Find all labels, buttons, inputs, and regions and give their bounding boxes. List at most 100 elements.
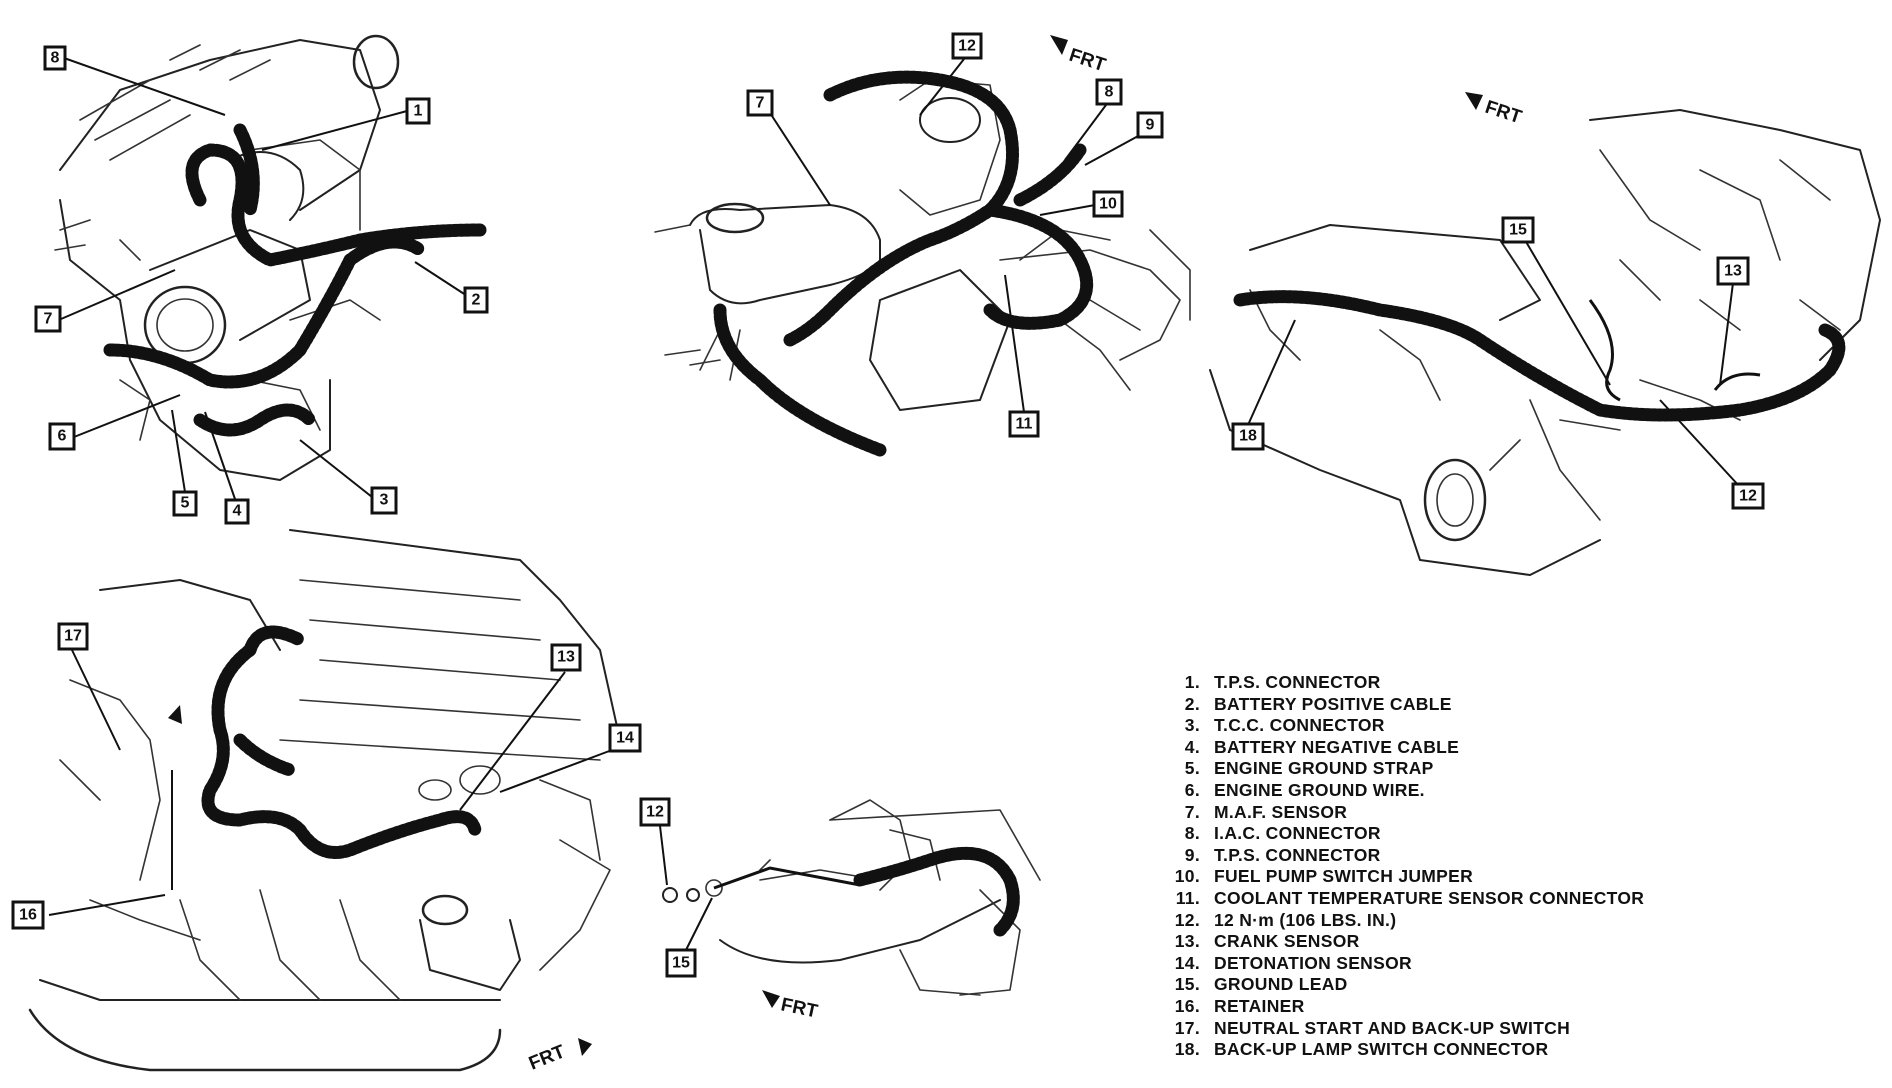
svg-text:12: 12 (1739, 488, 1757, 505)
legend-item: 2.BATTERY POSITIVE CABLE (1160, 694, 1860, 716)
callout-13-v4: 13 (550, 643, 582, 672)
callout-leaders-3 (1247, 239, 1741, 488)
svg-text:12: 12 (646, 804, 664, 821)
frt-marker-1: FRT (1050, 35, 1108, 76)
callout-leaders-4 (48, 649, 613, 916)
wire-harness-1 (103, 123, 487, 437)
frt-marker-3: FRT (526, 1038, 592, 1075)
legend-text: T.P.S. CONNECTOR (1214, 672, 1381, 692)
legend-text: DETONATION SENSOR (1214, 952, 1412, 973)
callout-12-v3: 12 (1731, 482, 1765, 510)
callout-14-v4: 14 (608, 723, 642, 753)
callout-6: 6 (48, 422, 76, 451)
legend-text: BACK-UP LAMP SWITCH CONNECTOR (1214, 1039, 1549, 1060)
legend-number: 3. (1184, 715, 1200, 736)
legend-text: ENGINE GROUND WIRE. (1214, 779, 1425, 800)
callout-12-v5: 12 (639, 797, 671, 827)
parts-legend: 1. T.P.S. CONNECTOR 2.BATTERY POSITIVE CA… (1160, 672, 1860, 1061)
callout-8: 8 (43, 45, 67, 71)
legend-number: 18. (1174, 1039, 1200, 1060)
legend-text: CRANK SENSOR (1214, 931, 1360, 952)
svg-text:12: 12 (958, 38, 976, 55)
engine-drawing-5 (662, 799, 1041, 996)
view-engine-top-middle: 12 7 8 9 10 11 FRT (654, 32, 1191, 457)
legend-number: 5. (1184, 758, 1200, 779)
legend-number: 6. (1184, 779, 1200, 800)
legend-number: 13. (1174, 931, 1200, 952)
legend-text: GROUND LEAD (1214, 974, 1348, 995)
legend-number: 17. (1174, 1017, 1200, 1038)
svg-text:15: 15 (1509, 222, 1527, 239)
legend-number: 16. (1174, 995, 1200, 1016)
legend-number: 2. (1184, 693, 1200, 714)
callout-3: 3 (370, 486, 398, 515)
frt-marker-4: FRT (762, 990, 820, 1023)
legend-item: 15. GROUND LEAD (1160, 974, 1860, 996)
callout-13-v3: 13 (1716, 256, 1750, 286)
legend-text: T.P.S. CONNECTOR (1214, 844, 1381, 865)
legend-item: 1. T.P.S. CONNECTOR (1160, 672, 1860, 694)
legend-number: 4. (1184, 736, 1200, 757)
legend-number: 15. (1174, 974, 1200, 995)
callout-7: 7 (34, 305, 62, 333)
svg-text:13: 13 (557, 649, 575, 666)
svg-text:8: 8 (1105, 84, 1114, 101)
svg-text:FRT: FRT (1482, 97, 1524, 129)
legend-item: 7. M.A.F. SENSOR (1160, 802, 1860, 824)
svg-text:9: 9 (1146, 117, 1155, 134)
callout-leaders-5 (659, 825, 713, 951)
engine-drawing-4 (28, 529, 621, 1072)
callout-9-v2: 9 (1136, 111, 1164, 139)
legend-number: 1. (1184, 672, 1200, 692)
callout-7-v2: 7 (746, 89, 774, 117)
legend-text: FUEL PUMP SWITCH JUMPER (1214, 866, 1474, 887)
callout-18-v3: 18 (1231, 422, 1265, 451)
legend-number: 12. (1174, 909, 1200, 930)
svg-text:18: 18 (1239, 428, 1257, 445)
callout-2: 2 (463, 286, 489, 314)
svg-text:17: 17 (64, 628, 82, 645)
callout-17-v4: 17 (57, 622, 89, 651)
svg-text:FRT: FRT (779, 994, 820, 1022)
svg-text:13: 13 (1724, 263, 1742, 280)
callout-10-v2: 10 (1092, 190, 1124, 218)
wire-harness-5 (713, 846, 1020, 937)
svg-text:2: 2 (472, 292, 481, 309)
legend-number: 14. (1174, 952, 1200, 973)
callout-4: 4 (224, 498, 250, 525)
svg-text:14: 14 (616, 730, 634, 747)
legend-text: M.A.F. SENSOR (1214, 801, 1348, 822)
callout-leaders-2 (771, 58, 1141, 413)
callout-1: 1 (405, 97, 431, 125)
legend-item: 13. CRANK SENSOR (1160, 931, 1860, 953)
legend-item: 5. ENGINE GROUND STRAP (1160, 758, 1860, 780)
legend-text: BATTERY NEGATIVE CABLE (1214, 736, 1460, 757)
legend-item: 4. BATTERY NEGATIVE CABLE (1160, 737, 1860, 759)
legend-text: NEUTRAL START AND BACK-UP SWITCH (1214, 1017, 1571, 1038)
legend-number: 10. (1174, 866, 1200, 887)
legend-item: 9. T.P.S. CONNECTOR (1160, 845, 1860, 867)
legend-item: 12.12 N·m (106 LBS. IN.) (1160, 910, 1860, 932)
svg-text:4: 4 (233, 503, 242, 520)
legend-number: 9. (1184, 844, 1200, 865)
svg-text:11: 11 (1016, 416, 1033, 433)
svg-text:6: 6 (58, 428, 67, 445)
callout-5: 5 (172, 490, 198, 517)
view-ground-lead: 12 15 FRT (639, 797, 1041, 1023)
legend-text: ENGINE GROUND STRAP (1214, 758, 1434, 779)
legend-text: RETAINER (1214, 995, 1305, 1016)
wire-harness-4 (201, 625, 482, 859)
svg-text:FRT: FRT (526, 1041, 568, 1074)
svg-text:8: 8 (51, 50, 60, 67)
wire-harness-3 (1233, 290, 1846, 422)
legend-item: 16. RETAINER (1160, 996, 1860, 1018)
view-engine-top-left: 8 1 7 2 6 5 4 3 (34, 34, 489, 525)
engine-drawing-3 (1209, 109, 1881, 576)
legend-item: 3.T.C.C. CONNECTOR (1160, 715, 1860, 737)
callout-11-v2: 11 (1008, 410, 1040, 438)
svg-text:1: 1 (414, 103, 423, 120)
callout-15-v5: 15 (665, 948, 697, 978)
legend-item: 10. FUEL PUMP SWITCH JUMPER (1160, 866, 1860, 888)
legend-number: 7. (1184, 801, 1200, 822)
